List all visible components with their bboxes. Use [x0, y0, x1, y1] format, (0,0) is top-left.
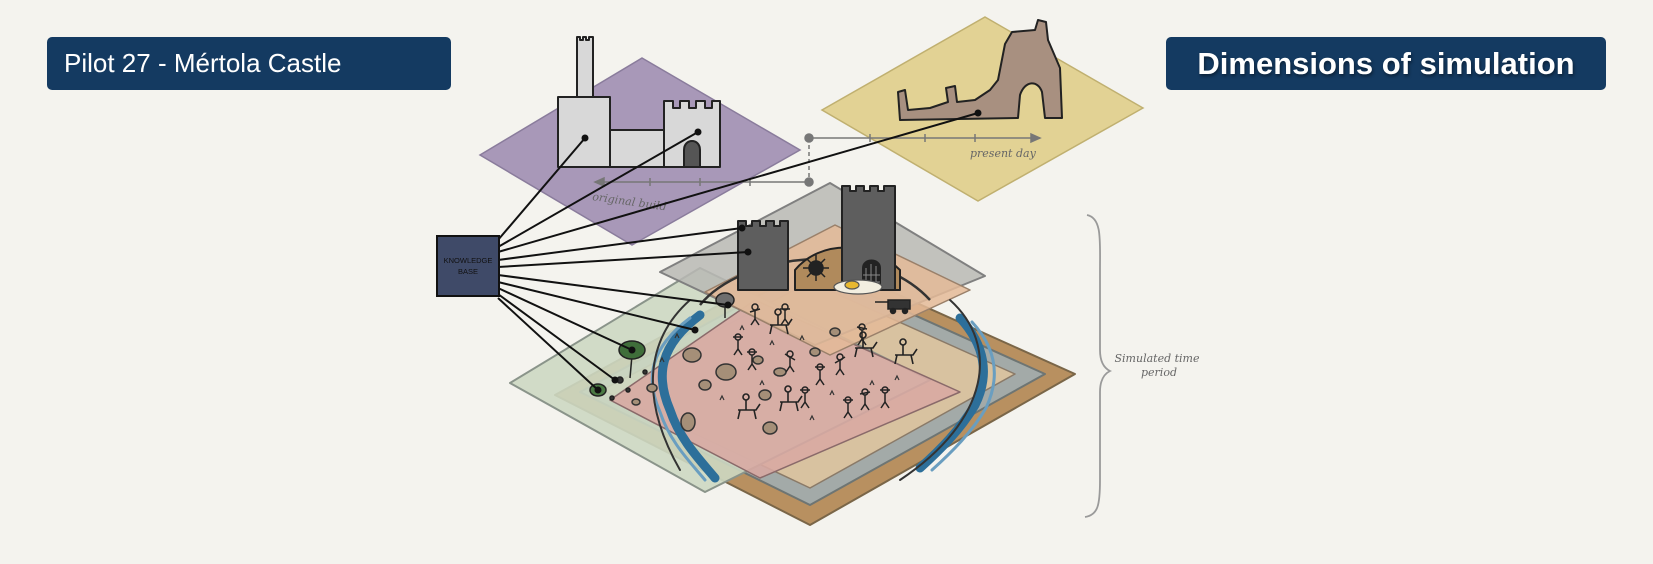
section-title: Dimensions of simulation [1166, 37, 1606, 90]
time-period-brace [1084, 214, 1113, 518]
present-day-label: present day [970, 147, 1037, 160]
knowledge-links [497, 112, 979, 391]
grass-tufts [659, 324, 900, 421]
fire [833, 279, 883, 295]
river [650, 299, 996, 483]
original-build-timeline [593, 176, 814, 188]
horse-riders [737, 308, 918, 420]
pilot-title: Pilot 27 - Mértola Castle [47, 37, 451, 90]
sun-emblem [803, 255, 829, 281]
knowledge-base-label-line2: BASE [458, 267, 478, 276]
section-title-text: Dimensions of simulation [1197, 45, 1575, 81]
knowledge-base-box [436, 235, 500, 297]
link-endpoints [581, 109, 982, 394]
knowledge-base-label-line1: KNOWLEDGE [444, 256, 493, 265]
cart [875, 299, 911, 315]
simulated-period-label-line1: Simulated time [1115, 352, 1200, 365]
simulated-period-label-line2: period [1141, 366, 1177, 379]
original-castle [557, 36, 721, 168]
people [733, 303, 890, 419]
rocks [631, 327, 841, 435]
pilot-title-text: Pilot 27 - Mértola Castle [64, 48, 342, 78]
simulated-castle [737, 185, 901, 291]
present-day-ruins [897, 19, 1063, 121]
